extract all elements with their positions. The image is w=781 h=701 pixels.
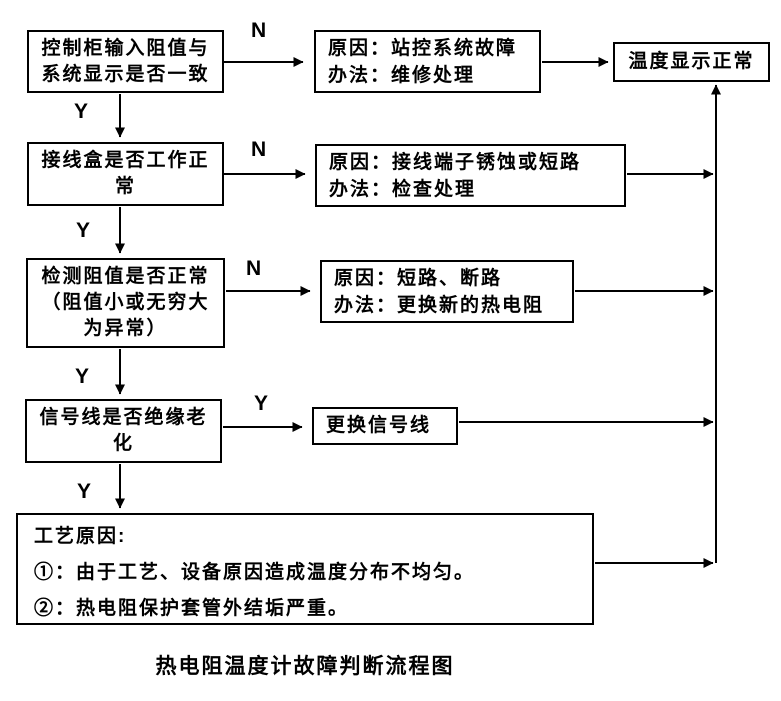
text-line: 原因：短路、断路 [334,267,503,289]
text-line: 原因：接线端子锈蚀或短路 [329,151,582,173]
edge-label-yes-1: Y [74,100,89,123]
result-terminal-corrosion: 原因：接线端子锈蚀或短路办法：检查处理 [315,144,626,207]
text-line: 检测阻值是否正常 [41,266,210,287]
text-line: （阻值小或无穷大 [41,292,210,313]
end-temperature-display-normal-label: 温度显示正常 [628,51,755,72]
text-line: 办法：更换新的热电阻 [334,294,545,316]
edge-label-no-3: N [246,257,262,280]
edge-label-yes-3: Y [75,365,90,388]
decision-input-resistance-match: 控制柜输入阻值与系统显示是否一致 [27,30,224,93]
text-line: 办法：检查处理 [329,178,477,200]
decision-junction-box-working: 接线盒是否工作正常 [27,142,224,206]
text-line: 控制柜输入阻值与 [41,37,210,59]
text-line: 为异常） [83,318,168,339]
decision-measured-resistance-normal: 检测阻值是否正常 （阻值小或无穷大为异常） [26,258,225,348]
process-cause-box: 工艺原因: ①：由于工艺、设备原因造成温度分布不均匀。 ②：热电阻保护套管外结垢严重… [16,513,594,625]
end-temperature-display-normal: 温度显示正常 [613,42,770,82]
text-line: 工艺原因: [34,526,127,547]
edge-label-no-1: N [251,19,267,42]
edge-label-yes-2: Y [76,219,91,242]
text-line: 系统显示是否一致 [41,63,210,85]
result-short-or-open-circuit: 原因：短路、断路办法：更换新的热电阻 [320,260,574,323]
text-line: 办法：维修处理 [328,64,476,86]
edge-label-yes-branch: Y [254,392,269,415]
flowchart-title: 热电阻温度计故障判断流程图 [155,655,455,678]
text-line: ①：由于工艺、设备原因造成温度分布不均匀。 [34,562,476,583]
text-line: 化 [112,433,134,454]
text-line: 常 [114,176,136,197]
decision-signal-wire-insulation-aged: 信号线是否绝缘老化 [25,399,222,463]
text-line: 原因：站控系统故障 [328,37,518,59]
action-replace-signal-wire-label: 更换信号线 [326,415,432,436]
edge-label-no-2: N [251,138,267,161]
edge-label-yes-4: Y [77,480,92,503]
result-station-control-fault: 原因：站控系统故障办法：维修处理 [314,30,541,93]
text-line: 信号线是否绝缘老 [39,407,208,428]
action-replace-signal-wire: 更换信号线 [312,407,458,445]
text-line: 接线盒是否工作正 [41,150,210,171]
text-line: ②：热电阻保护套管外结垢严重。 [34,598,350,619]
